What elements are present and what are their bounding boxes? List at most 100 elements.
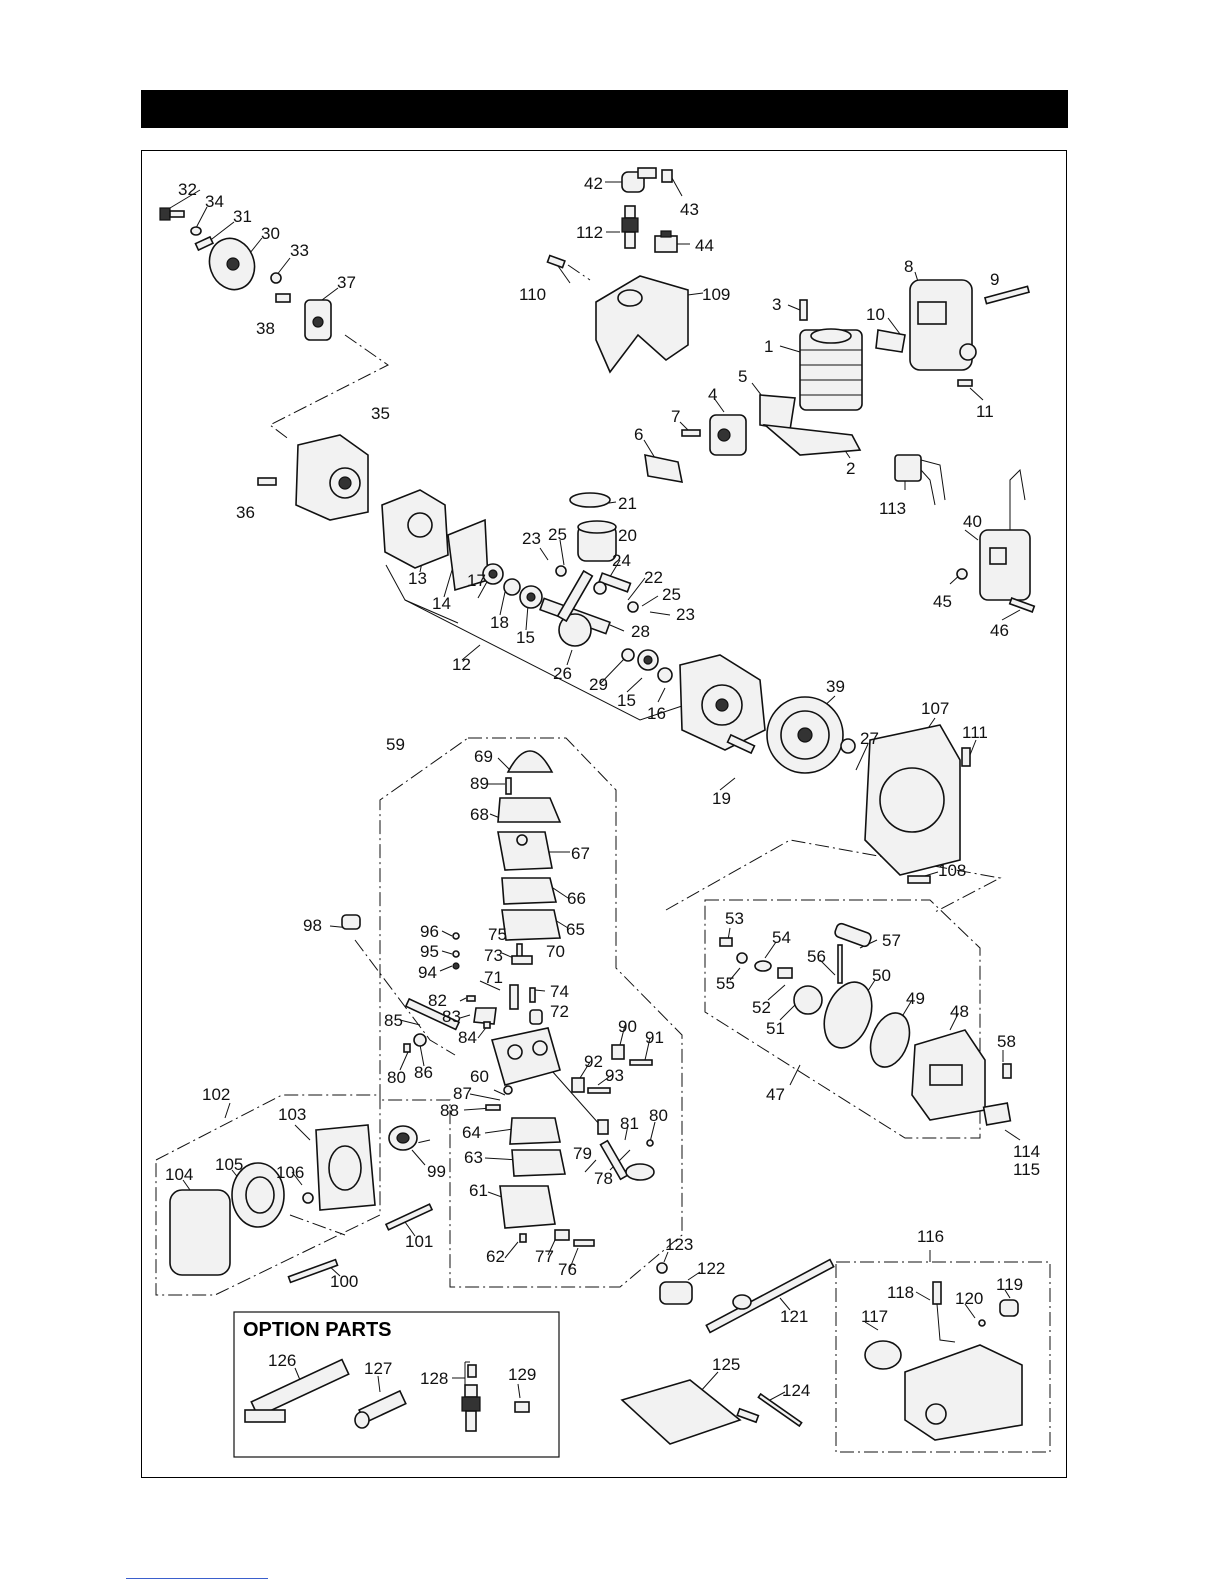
part-label: 92 xyxy=(584,1052,603,1071)
part-label: 4 xyxy=(708,385,717,404)
part-label: 83 xyxy=(442,1007,461,1026)
part-label: 40 xyxy=(963,512,982,531)
part-label: 12 xyxy=(452,655,471,674)
screw-icon xyxy=(483,1021,491,1029)
screw-icon xyxy=(275,293,291,303)
part-label: 15 xyxy=(617,691,636,710)
starter-handle-icon xyxy=(834,922,872,948)
screw-icon xyxy=(681,429,701,437)
screw-icon xyxy=(1002,1063,1012,1079)
air-cleaner-group-outline xyxy=(155,1094,381,1296)
part-label: 62 xyxy=(486,1247,505,1266)
part-label: 118 xyxy=(887,1283,914,1302)
spring-icon xyxy=(529,1009,543,1025)
piston-ring-icon xyxy=(569,492,611,508)
part-label: 128 xyxy=(420,1369,448,1388)
air-cleaner-cover-icon xyxy=(169,1189,231,1276)
spring-icon xyxy=(554,1229,570,1241)
part-label: 49 xyxy=(906,989,925,1008)
part-label: 50 xyxy=(872,966,891,985)
gasket-icon xyxy=(501,909,561,941)
part-label: 98 xyxy=(303,916,322,935)
part-label: 67 xyxy=(571,844,590,863)
part-label: 9 xyxy=(990,270,999,289)
part-label: 114 xyxy=(1013,1142,1040,1161)
part-label: 102 xyxy=(202,1085,230,1104)
part-label: 129 xyxy=(508,1365,536,1384)
fuel-pipe-icon xyxy=(705,1258,835,1334)
friction-plate-icon xyxy=(754,960,772,972)
part-label: 25 xyxy=(662,585,681,604)
part-label: 124 xyxy=(782,1381,810,1400)
part-label: 86 xyxy=(414,1063,433,1082)
screw-icon xyxy=(907,875,931,884)
part-label: 110 xyxy=(519,285,546,304)
part-label: 72 xyxy=(550,1002,569,1021)
primer-bulb-icon xyxy=(506,750,554,773)
part-label: 108 xyxy=(938,861,966,880)
part-label: 18 xyxy=(490,613,509,632)
option-parts-box xyxy=(233,1311,560,1458)
plug-wrench-icon xyxy=(354,1389,407,1429)
nut-icon xyxy=(270,272,282,284)
part-label: 54 xyxy=(772,928,791,947)
part-label: 93 xyxy=(605,1066,624,1085)
part-label: 89 xyxy=(470,774,489,793)
part-label: 53 xyxy=(725,909,744,928)
muffler-icon xyxy=(909,279,977,371)
pin-icon xyxy=(529,987,536,1003)
cylinder-gasket-icon xyxy=(762,423,862,456)
plug-cap-icon xyxy=(621,167,657,193)
part-label: 37 xyxy=(337,273,356,292)
breather-icon xyxy=(932,1281,956,1343)
part-label: 32 xyxy=(178,180,197,199)
diagram-frame xyxy=(141,150,1067,1478)
part-label: 7 xyxy=(671,407,680,426)
grommet-icon xyxy=(654,230,678,253)
part-label: 80 xyxy=(387,1068,406,1087)
part-label: 122 xyxy=(697,1259,725,1278)
part-label: 11 xyxy=(976,402,994,421)
screw-icon xyxy=(546,254,566,269)
part-label: 43 xyxy=(680,200,699,219)
part-label: 28 xyxy=(631,622,650,641)
screw-icon xyxy=(646,1139,654,1147)
part-label: 1 xyxy=(764,337,773,356)
part-number-labels: 32 34 31 30 33 37 38 35 36 42 43 112 44 … xyxy=(165,174,1040,1400)
stop-switch-icon xyxy=(894,454,946,506)
part-label: 79 xyxy=(573,1144,592,1163)
footer-link-underline[interactable] xyxy=(126,1578,268,1579)
ratchet-icon xyxy=(793,985,823,1015)
screw-icon xyxy=(587,1087,611,1094)
part-label: 22 xyxy=(644,568,663,587)
part-label: 71 xyxy=(484,968,503,987)
needle-icon xyxy=(509,984,519,1010)
part-label: 14 xyxy=(432,594,451,613)
part-label: 127 xyxy=(364,1359,392,1378)
carburetor-group-outline xyxy=(379,737,683,1288)
nut-icon xyxy=(302,1192,314,1204)
screw-icon xyxy=(719,937,733,947)
part-label: 125 xyxy=(712,1355,740,1374)
starter-case-icon xyxy=(911,1029,986,1121)
bolt-icon xyxy=(1008,597,1036,613)
part-label: 55 xyxy=(716,974,735,993)
fuel-cap-icon xyxy=(864,1340,902,1370)
clutch-bolt-icon xyxy=(159,207,185,221)
part-label: 91 xyxy=(645,1028,664,1047)
part-drawings xyxy=(159,167,1036,1445)
part-label: 61 xyxy=(469,1181,488,1200)
insulator-gasket-icon xyxy=(644,453,684,483)
part-label: 117 xyxy=(861,1307,888,1326)
fuel-filter-icon xyxy=(659,1281,693,1305)
owners-manual-icon xyxy=(620,1379,742,1445)
part-label: 95 xyxy=(420,942,439,961)
pump-diaphragm-icon xyxy=(509,1117,561,1145)
part-label: 101 xyxy=(405,1232,433,1251)
part-label: 111 xyxy=(962,723,988,742)
part-label: 96 xyxy=(420,922,439,941)
part-label: 73 xyxy=(484,946,503,965)
option-spark-plug-icon xyxy=(461,1364,481,1432)
screw-icon xyxy=(629,1059,653,1066)
